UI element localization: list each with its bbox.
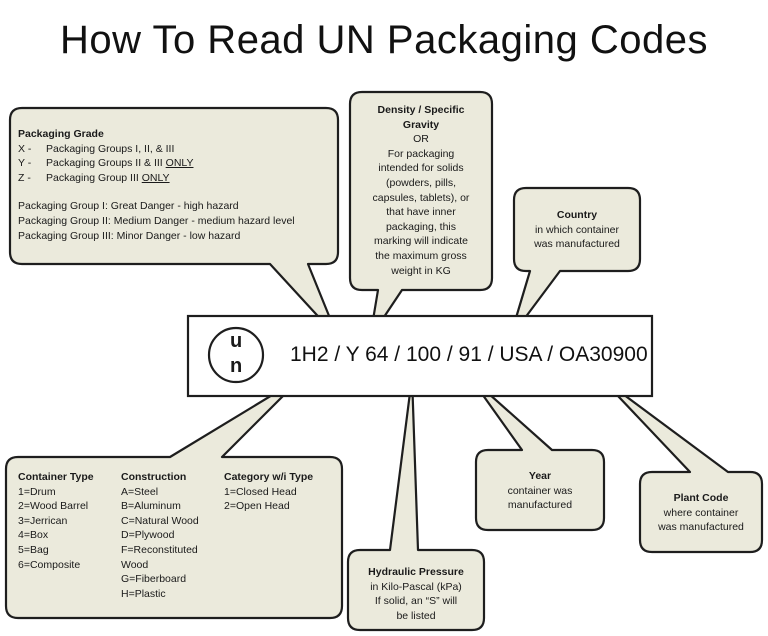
hydraulic-heading: Hydraulic Pressure bbox=[368, 566, 464, 578]
container-type-item: 4=Box bbox=[18, 529, 49, 542]
construction-item: A=Steel bbox=[121, 485, 159, 498]
grade-z-row: Z - Packaging Group III ONLY bbox=[18, 171, 334, 186]
hydraulic-line2: If solid, an “S” will bbox=[374, 595, 458, 608]
grade-z-key: Z - bbox=[18, 171, 31, 184]
construction-item: D=Plywood bbox=[121, 529, 175, 542]
year-line2: manufactured bbox=[507, 499, 573, 512]
density-line: marking will indicate bbox=[374, 235, 468, 248]
packaging-grade-text: Packaging Grade X - Packaging Groups I, … bbox=[18, 127, 334, 243]
construction-item: Wood bbox=[121, 558, 149, 571]
grade-y-only: ONLY bbox=[165, 157, 194, 170]
callout-plant bbox=[598, 375, 764, 554]
density-line: weight in KG bbox=[391, 264, 451, 277]
construction-item: C=Natural Wood bbox=[121, 514, 199, 527]
density-line: capsules, tablets), or bbox=[372, 191, 470, 204]
density-line: packaging, this bbox=[385, 220, 457, 233]
density-line: intended for solids bbox=[378, 162, 464, 175]
hydraulic-text: Hydraulic Pressure in Kilo-Pascal (kPa) … bbox=[350, 565, 482, 623]
container-type-item: 1=Drum bbox=[18, 485, 56, 498]
container-type-item: 2=Wood Barrel bbox=[18, 500, 89, 513]
callout-container bbox=[4, 375, 344, 620]
plant-heading: Plant Code bbox=[673, 492, 729, 504]
packaging-group-1: Packaging Group I: Great Danger - high h… bbox=[18, 200, 239, 213]
callout-country bbox=[508, 186, 642, 340]
container-type-heading: Container Type bbox=[18, 471, 94, 483]
un-symbol-letter-u: u bbox=[230, 330, 243, 352]
density-line: the maximum gross bbox=[375, 249, 467, 262]
grade-z-only: ONLY bbox=[141, 171, 170, 184]
category-item: 2=Open Head bbox=[224, 500, 290, 513]
plant-line1: where container bbox=[663, 506, 739, 519]
packaging-group-3: Packaging Group III: Minor Danger - low … bbox=[18, 229, 241, 242]
density-line: that have inner bbox=[386, 206, 456, 219]
density-line: For packaging bbox=[387, 147, 455, 160]
code-box bbox=[186, 314, 654, 398]
year-line1: container was bbox=[507, 484, 573, 497]
callout-hydraulic bbox=[346, 375, 486, 632]
country-text: Country in which container was manufactu… bbox=[516, 208, 638, 252]
packaging-grade-heading: Packaging Grade bbox=[18, 128, 104, 140]
grade-y-text: Packaging Groups II & III bbox=[46, 157, 163, 170]
packaging-group-2: Packaging Group II: Medium Danger - medi… bbox=[18, 214, 295, 227]
year-text: Year container was manufactured bbox=[478, 469, 602, 513]
callout-density bbox=[348, 90, 494, 340]
country-line1: in which container bbox=[534, 223, 620, 236]
construction-item: F=Reconstituted bbox=[121, 543, 198, 556]
construction-item: H=Plastic bbox=[121, 587, 166, 600]
hydraulic-line1: in Kilo-Pascal (kPa) bbox=[370, 580, 462, 593]
construction-heading: Construction bbox=[121, 471, 187, 483]
density-heading-line1: Density / Specific bbox=[377, 104, 465, 116]
container-type-column: Container Type 1=Drum 2=Wood Barrel 3=Je… bbox=[18, 470, 118, 572]
construction-item: G=Fiberboard bbox=[121, 573, 187, 586]
un-code-text: 1H2 / Y 64 / 100 / 91 / USA / OA30900 bbox=[290, 343, 648, 366]
grade-x-key: X - bbox=[18, 142, 32, 155]
container-type-item: 3=Jerrican bbox=[18, 514, 68, 527]
density-heading-line2: Gravity bbox=[402, 118, 440, 131]
grade-y-key: Y - bbox=[18, 157, 32, 170]
page-title: How To Read UN Packaging Codes bbox=[60, 18, 708, 62]
callout-packaging-grade bbox=[8, 106, 340, 340]
year-heading: Year bbox=[528, 470, 552, 482]
grade-y-row: Y - Packaging Groups II & III ONLY bbox=[18, 156, 334, 171]
density-line: (powders, pills, bbox=[385, 176, 457, 189]
plant-text: Plant Code where container was manufactu… bbox=[642, 491, 760, 535]
container-type-item: 5=Bag bbox=[18, 543, 49, 556]
density-text: Density / Specific Gravity OR For packag… bbox=[352, 103, 490, 278]
un-symbol-letter-n: n bbox=[230, 355, 243, 377]
plant-line2: was manufactured bbox=[658, 521, 744, 534]
un-symbol-circle bbox=[207, 326, 265, 384]
category-column: Category w/i Type 1=Closed Head 2=Open H… bbox=[224, 470, 336, 514]
density-or: OR bbox=[413, 133, 429, 146]
category-heading: Category w/i Type bbox=[224, 471, 314, 483]
construction-column: Construction A=Steel B=Aluminum C=Natura… bbox=[121, 470, 221, 601]
hydraulic-line3: be listed bbox=[396, 609, 436, 622]
grade-z-text: Packaging Group III bbox=[46, 171, 139, 184]
grade-x-row: X - Packaging Groups I, II, & III bbox=[18, 142, 334, 157]
callout-year bbox=[468, 375, 606, 532]
container-type-item: 6=Composite bbox=[18, 558, 81, 571]
construction-item: B=Aluminum bbox=[121, 500, 181, 513]
grade-x-text: Packaging Groups I, II, & III bbox=[46, 142, 175, 155]
category-item: 1=Closed Head bbox=[224, 485, 297, 498]
country-line2: was manufactured bbox=[534, 238, 620, 251]
country-heading: Country bbox=[556, 209, 598, 221]
